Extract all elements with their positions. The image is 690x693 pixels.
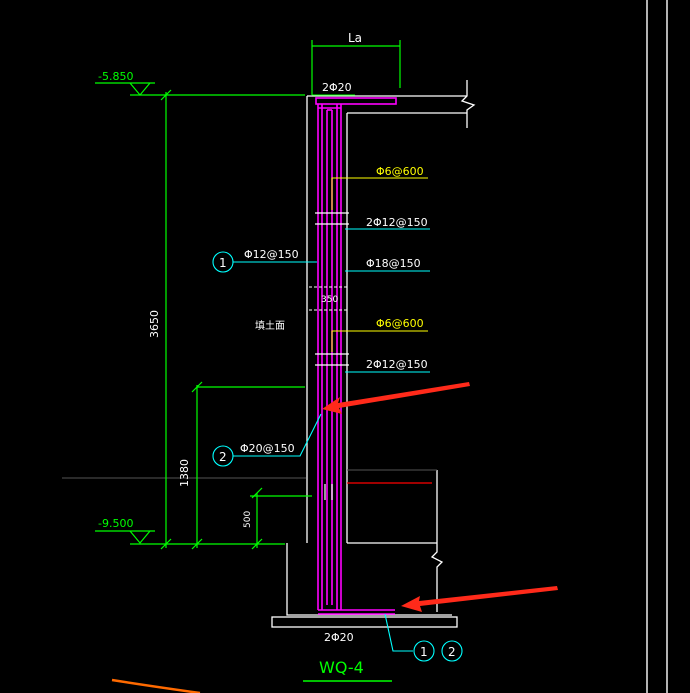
- gap-350-box: [309, 286, 349, 311]
- horizontal-bars-label: Φ18@150: [366, 257, 421, 270]
- drawing-title: WQ-4: [319, 658, 364, 677]
- tie-upper-leader: [331, 177, 428, 210]
- bottom-circles-leader: [384, 613, 463, 662]
- top-bars-label: 2Φ20: [322, 81, 352, 94]
- gap-350-label: 350: [321, 295, 338, 305]
- rebar-1-label: Φ12@150: [244, 248, 299, 261]
- elevation-top-mark: [95, 82, 305, 96]
- orange-freehand-stroke: [111, 678, 201, 693]
- wall-ties: [315, 212, 349, 500]
- rebar-1-circle-number: 1: [219, 256, 227, 270]
- rebar-2-circle-number: 2: [219, 450, 227, 464]
- dim-3650-label: 3650: [148, 310, 161, 338]
- rebar-2-leader: [212, 413, 322, 467]
- bottom-circle-1: 1: [420, 645, 428, 659]
- red-arrow-upper: [322, 382, 470, 414]
- dim-1380-label: 1380: [178, 459, 191, 487]
- rebar-1-leader: [212, 251, 317, 273]
- bars-lower-label: 2Φ12@150: [366, 358, 428, 371]
- red-arrow-lower: [401, 586, 558, 612]
- drawing-frame-lines: [646, 0, 668, 693]
- soil-side-label: 填土面: [255, 319, 285, 332]
- elevation-bottom-label: -9.500: [98, 517, 133, 530]
- bottom-bars-label: 2Φ20: [324, 631, 354, 644]
- rebar-cage: [315, 97, 397, 615]
- tie-lower-label: Φ6@600: [376, 317, 424, 330]
- dim-500-line: [250, 487, 312, 550]
- la-label: La: [348, 31, 362, 45]
- dim-1380-line: [191, 381, 305, 550]
- tie-lower-leader: [331, 330, 428, 352]
- la-dimension: [311, 40, 401, 95]
- dim-500-label: 500: [243, 511, 253, 528]
- bars-upper-label: 2Φ12@150: [366, 216, 428, 229]
- ground-lines: [62, 469, 437, 479]
- tie-upper-label: Φ6@600: [376, 165, 424, 178]
- wall-outline: [271, 80, 476, 628]
- rebar-2-label: Φ20@150: [240, 442, 295, 455]
- elevation-top-label: -5.850: [98, 70, 133, 83]
- bottom-circle-2: 2: [448, 645, 456, 659]
- dim-3650-line: [160, 89, 172, 550]
- elevation-bottom-mark: [95, 530, 285, 545]
